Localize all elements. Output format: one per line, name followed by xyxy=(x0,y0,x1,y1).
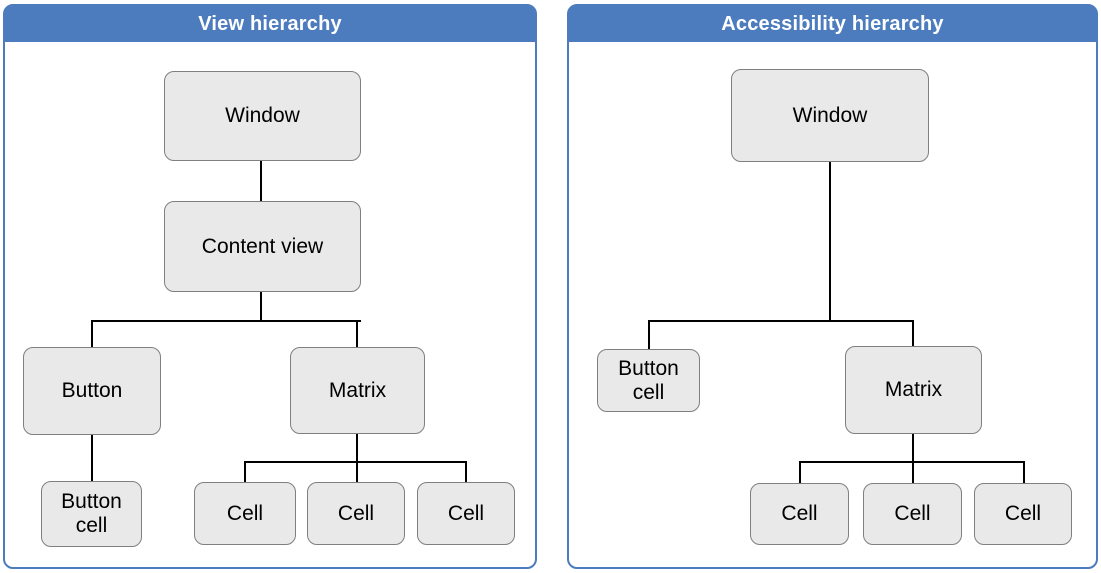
node-window: Window xyxy=(164,71,361,161)
edge-window-stem xyxy=(829,162,831,322)
edge-button-buttoncell xyxy=(91,435,93,481)
edge-drop-to-cell3 xyxy=(1023,461,1025,483)
accessibility-hierarchy-panel: Accessibility hierarchy Window Button ce… xyxy=(567,4,1098,569)
edge-drop-to-buttoncell xyxy=(648,320,650,349)
edge-contentview-stem xyxy=(260,292,262,322)
accessibility-hierarchy-title: Accessibility hierarchy xyxy=(569,6,1096,42)
edge-drop-to-cell3 xyxy=(465,461,467,482)
edge-drop-to-matrix xyxy=(912,320,914,346)
edge-contentview-children-bar xyxy=(91,320,361,322)
edge-drop-to-button xyxy=(91,320,93,347)
node-cell-2: Cell xyxy=(863,483,962,545)
node-matrix: Matrix xyxy=(290,347,425,434)
edge-matrix-stem xyxy=(912,434,914,483)
node-matrix: Matrix xyxy=(845,346,982,434)
edge-drop-to-cell1 xyxy=(799,461,801,483)
node-cell-1: Cell xyxy=(750,483,849,545)
edge-drop-to-matrix xyxy=(356,320,358,347)
view-hierarchy-title: View hierarchy xyxy=(5,6,535,42)
node-cell-1: Cell xyxy=(194,482,296,545)
edge-matrix-stem xyxy=(356,434,358,482)
node-button-cell: Button cell xyxy=(597,349,700,412)
view-hierarchy-panel: View hierarchy Window Content view Butto… xyxy=(3,4,537,569)
node-cell-3: Cell xyxy=(974,483,1072,545)
edge-window-contentview xyxy=(260,161,262,201)
node-cell-3: Cell xyxy=(417,482,515,545)
node-content-view: Content view xyxy=(164,201,361,292)
node-cell-2: Cell xyxy=(307,482,405,545)
node-button: Button xyxy=(23,347,161,435)
edge-matrix-children-bar xyxy=(244,461,467,463)
edge-window-children-bar xyxy=(648,320,914,322)
edge-drop-to-cell1 xyxy=(244,461,246,482)
node-button-cell: Button cell xyxy=(41,481,142,547)
node-window: Window xyxy=(731,69,929,162)
edge-matrix-children-bar xyxy=(799,461,1025,463)
